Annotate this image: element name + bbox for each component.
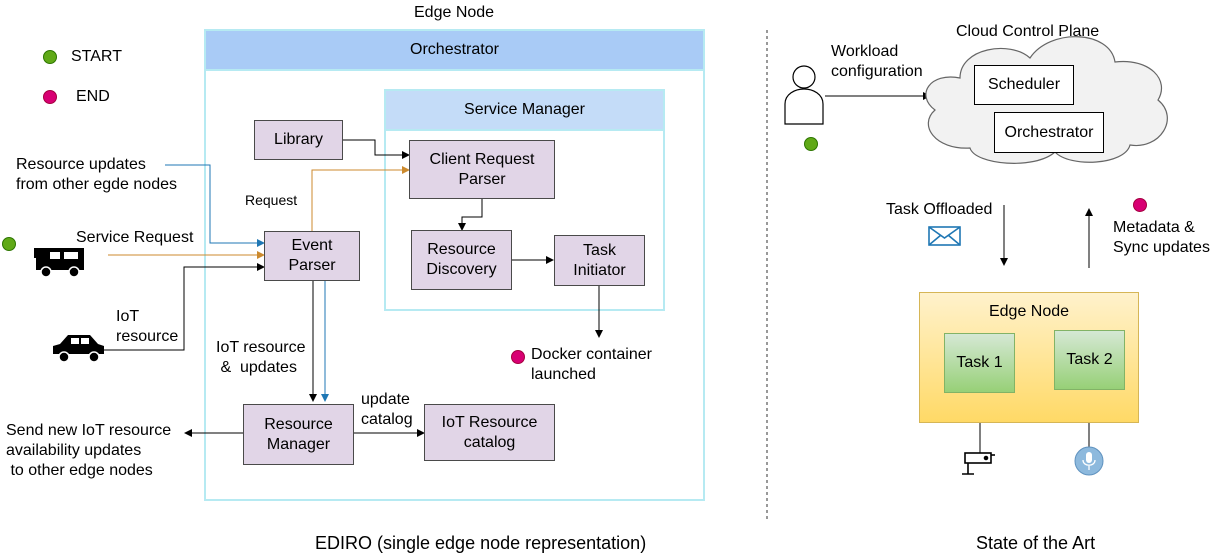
start-dot: [43, 50, 57, 64]
task2-box: Task 2: [1054, 330, 1125, 390]
docker-end-dot: [511, 350, 525, 364]
orchestrator-title: Orchestrator: [410, 41, 499, 58]
update-catalog-label: update catalog: [361, 391, 413, 428]
truck-icon: [34, 248, 84, 278]
docker-label: Docker container launched: [531, 346, 652, 383]
end-dot: [43, 90, 57, 104]
legend-end-label: END: [76, 88, 110, 105]
scheduler-box: Scheduler: [974, 65, 1074, 105]
service-request-start-dot: [2, 237, 16, 251]
library-box: Library: [254, 120, 343, 160]
iot-resource-arrow: [104, 263, 265, 351]
orchestrator-header: [204, 29, 705, 71]
microphone-icon: [1074, 446, 1104, 476]
cloud-control-plane-title: Cloud Control Plane: [956, 23, 1100, 40]
cloud-orchestrator-box: Orchestrator: [994, 112, 1104, 153]
request-label: Request: [245, 192, 298, 208]
resource-discovery-box: Resource Discovery: [411, 230, 512, 290]
send-updates-label: Send new IoT resource availability updat…: [6, 422, 172, 479]
workload-start-dot: [804, 137, 818, 151]
resource-updates-arrow: [165, 164, 265, 247]
iot-updates-label: IoT resource & updates: [216, 339, 306, 376]
ediro-caption: EDIRO (single edge node representation): [315, 533, 647, 553]
request-arrow: [311, 166, 410, 231]
user-icon: [784, 65, 824, 125]
task-offloaded-label: Task Offloaded: [886, 201, 993, 218]
metadata-end-dot: [1133, 198, 1147, 212]
service-manager-header: [384, 89, 665, 131]
client-request-parser-box: Client Request Parser: [409, 140, 555, 199]
workload-label: Workload configuration: [831, 43, 923, 80]
service-manager-title: Service Manager: [464, 101, 585, 118]
iot-resource-label: IoT resource: [116, 308, 179, 345]
sota-caption: State of the Art: [976, 533, 1096, 553]
library-to-parser-arrow: [343, 139, 410, 159]
legend-start-label: START: [71, 48, 122, 65]
parser-to-discovery-arrow: [458, 199, 483, 231]
task-initiator-box: Task Initiator: [554, 235, 645, 286]
camera-icon: [962, 452, 995, 475]
resource-manager-box: Resource Manager: [243, 404, 354, 465]
iot-resource-catalog-box: IoT Resource catalog: [424, 404, 555, 461]
edge-node-title: Edge Node: [414, 4, 495, 21]
task1-box: Task 1: [944, 333, 1015, 393]
sota-edge-node-title: Edge Node: [988, 303, 1070, 320]
metadata-label: Metadata & Sync updates: [1113, 219, 1210, 256]
envelope-icon: [928, 226, 961, 246]
resource-updates-label: Resource updates from other egde nodes: [16, 156, 177, 193]
event-parser-box: Event Parser: [264, 231, 360, 281]
car-icon: [53, 335, 104, 363]
service-request-label: Service Request: [76, 229, 194, 246]
